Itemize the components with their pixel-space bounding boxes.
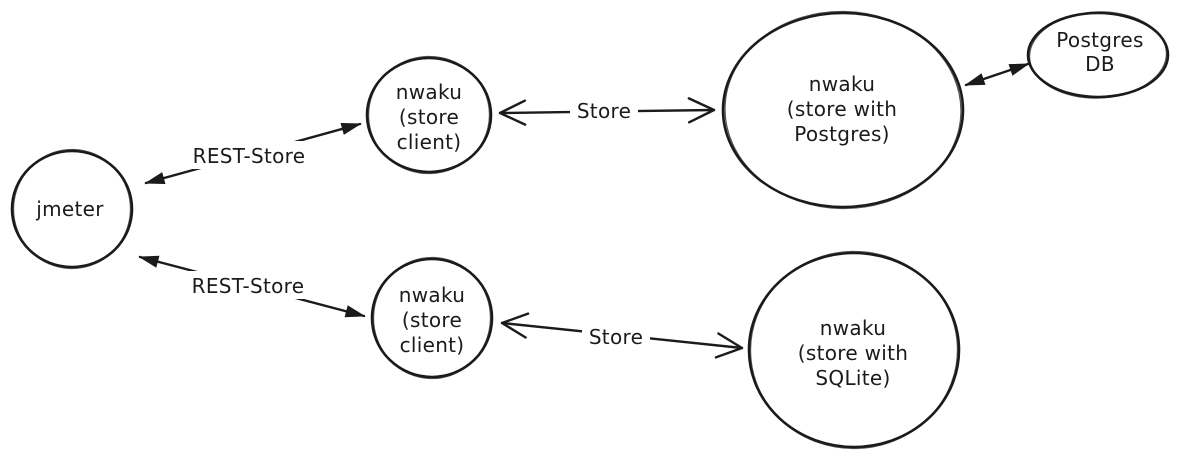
node-nwaku-store-sqlite-shape-echo	[749, 250, 959, 450]
node-nwaku-store-client-top: nwaku (store client)	[365, 55, 493, 175]
node-nwaku-store-client-top-label-line1: nwaku	[396, 80, 462, 104]
node-jmeter-shape-echo	[12, 148, 132, 270]
node-nwaku-store-postgres-label-line3: Postgres)	[794, 122, 890, 146]
node-nwaku-store-client-bottom-label-line3: client)	[400, 333, 465, 357]
node-jmeter-label: jmeter	[35, 197, 104, 221]
node-nwaku-store-postgres-label-line2: (store with	[787, 97, 897, 121]
node-nwaku-store-postgres: nwaku (store with Postgres)	[721, 10, 965, 210]
edge-postgres-link	[964, 62, 1030, 87]
edge-rest-store-bottom-label: REST-Store	[192, 274, 305, 298]
node-nwaku-store-sqlite-label-line2: (store with	[798, 341, 908, 365]
node-nwaku-store-client-top-label-line3: client)	[397, 130, 462, 154]
node-postgres-db-shape-echo	[1028, 11, 1168, 99]
edge-store-top: Store	[498, 97, 716, 126]
node-jmeter-shape	[10, 149, 134, 269]
node-nwaku-store-client-top-label-line2: (store	[399, 105, 459, 129]
node-nwaku-store-client-top-shape	[365, 56, 493, 174]
node-nwaku-store-sqlite: nwaku (store with SQLite)	[747, 250, 961, 450]
node-nwaku-store-client-bottom: nwaku (store client)	[370, 256, 494, 380]
node-nwaku-store-postgres-shape	[721, 11, 965, 209]
edge-store-bottom-label: Store	[589, 325, 643, 349]
node-nwaku-store-sqlite-label-line1: nwaku	[820, 316, 886, 340]
edge-postgres-link-line	[964, 62, 1030, 87]
node-nwaku-store-client-bottom-shape	[370, 257, 494, 379]
edge-rest-store-bottom: REST-Store	[138, 255, 366, 318]
edge-rest-store-top-label: REST-Store	[193, 144, 306, 168]
node-postgres-db: Postgres DB	[1026, 11, 1170, 99]
node-nwaku-store-postgres-label-line1: nwaku	[809, 72, 875, 96]
edge-store-bottom: Store	[500, 312, 744, 359]
node-nwaku-store-sqlite-label-line3: SQLite)	[815, 366, 890, 390]
node-nwaku-store-client-bottom-label-line2: (store	[402, 308, 462, 332]
edge-rest-store-top-label-bg	[184, 141, 314, 169]
node-nwaku-store-client-bottom-label-line1: nwaku	[399, 283, 465, 307]
edge-store-top-label-bg	[570, 97, 638, 125]
node-postgres-db-label-line1: Postgres	[1056, 28, 1143, 52]
node-nwaku-store-client-bottom-shape-echo	[372, 256, 492, 380]
node-postgres-db-label-line2: DB	[1085, 52, 1115, 76]
node-jmeter: jmeter	[10, 148, 134, 270]
edge-store-top-label: Store	[577, 99, 631, 123]
node-postgres-db-shape	[1026, 11, 1170, 99]
node-nwaku-store-postgres-shape-echo	[724, 10, 962, 210]
node-nwaku-store-sqlite-shape	[747, 251, 961, 449]
node-nwaku-store-client-top-shape-echo	[367, 55, 491, 175]
edge-store-bottom-label-bg	[582, 322, 650, 350]
edge-rest-store-bottom-label-bg	[183, 271, 313, 299]
edge-rest-store-top: REST-Store	[144, 122, 362, 185]
